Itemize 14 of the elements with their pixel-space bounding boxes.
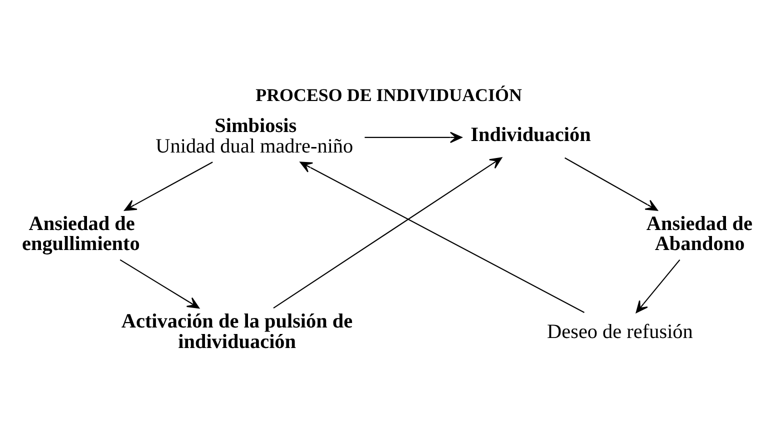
arrow: [120, 258, 200, 308]
arrow: [364, 131, 462, 143]
node-text: Deseo de refusión: [547, 320, 693, 342]
arrow: [300, 161, 585, 312]
node-text: Individuación: [470, 124, 591, 146]
node-text: Activación de la pulsión de individuación: [121, 310, 353, 352]
arrow: [636, 258, 680, 313]
arrow: [124, 161, 213, 210]
node-text: Ansiedad de Abandono: [646, 212, 753, 255]
node-text: Ansiedad de engullimiento: [22, 212, 140, 255]
arrow: [564, 156, 658, 210]
arrow: [273, 156, 502, 308]
diagram-title: PROCESO DE INDIVIDUACIÓN: [256, 84, 522, 105]
node-text: Simbiosis Unidad dual madre-niño: [156, 114, 354, 157]
